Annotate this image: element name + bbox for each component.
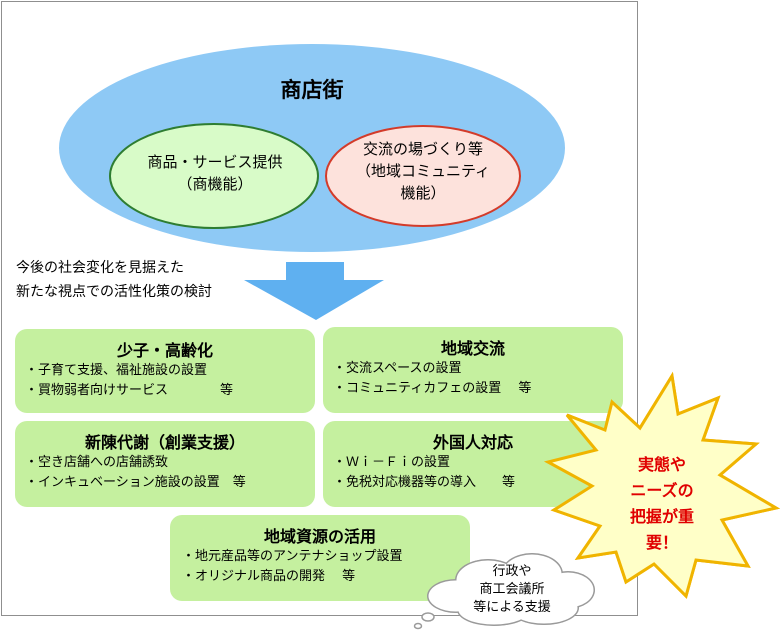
- theme-item: ・コミュニティカフェの設置 等: [333, 381, 532, 396]
- burst-line: ニーズの: [630, 481, 694, 500]
- theme-title: 新陳代謝（創業支援）: [84, 433, 245, 452]
- cloud-line: 行政や: [492, 564, 532, 579]
- theme-title: 少子・高齢化: [116, 341, 213, 360]
- burst-line: 要！: [645, 533, 678, 552]
- theme-item: ・地元産品等のアンテナショップ設置: [182, 549, 403, 564]
- theme-item: ・子育て支援、福祉施設の設置: [25, 363, 208, 378]
- shopping-street-title: 商店街: [280, 78, 344, 102]
- intro-text: 今後の社会変化を見据えた 新たな視点での活性化策の検討: [16, 256, 212, 304]
- community-function-line: 機能）: [400, 184, 446, 202]
- community-function-line: 交流の場づくり等: [362, 140, 483, 158]
- commerce-function-label: 商品・サービス提供 （商機能）: [120, 151, 310, 195]
- cloud-line: 商工会議所: [479, 582, 545, 597]
- theme-title: 外国人対応: [432, 433, 513, 452]
- theme-title: 地域資源の活用: [263, 527, 376, 546]
- burst-line: 実態や: [637, 455, 686, 474]
- theme-item: ・交流スペースの設置: [333, 361, 462, 376]
- commerce-function-circle: [109, 123, 319, 229]
- intro-line: 新たな視点での活性化策の検討: [16, 284, 212, 300]
- cloud-label: 行政や 商工会議所 等による支援: [452, 563, 572, 617]
- theme-item: ・インキュベーション施設の設置 等: [25, 475, 246, 490]
- theme-box-exchange: 地域交流 ・交流スペースの設置 ・コミュニティカフェの設置 等: [323, 327, 623, 413]
- theme-item: ・買物弱者向けサービス 等: [25, 383, 234, 398]
- community-function-line: （地域コミュニティ: [355, 162, 491, 180]
- diagram-frame: [1, 1, 638, 616]
- down-arrow: [244, 262, 384, 320]
- burst-line: 把握が重: [629, 507, 694, 526]
- theme-item: ・免税対応機器等の導入 等: [333, 475, 516, 490]
- intro-line: 今後の社会変化を見据えた: [16, 260, 184, 276]
- theme-box-renewal: 新陳代謝（創業支援） ・空き店舗への店舗誘致 ・インキュベーション施設の設置 等: [15, 421, 315, 507]
- commerce-function-line: 商品・サービス提供: [147, 153, 283, 171]
- theme-item: ・空き店舗への店舗誘致: [25, 455, 169, 470]
- community-function-circle: [325, 125, 521, 227]
- community-function-label: 交流の場づくり等 （地域コミュニティ 機能）: [333, 138, 513, 204]
- commerce-function-line: （商機能）: [177, 175, 253, 193]
- burst-label: 実態や ニーズの 把握が重 要！: [612, 452, 712, 556]
- theme-title: 地域交流: [440, 339, 505, 358]
- theme-item: ・Ｗｉ－Ｆｉの設置: [333, 455, 451, 470]
- cloud-line: 等による支援: [473, 600, 551, 615]
- theme-box-aging: 少子・高齢化 ・子育て支援、福祉施設の設置 ・買物弱者向けサービス 等: [15, 329, 315, 413]
- theme-item: ・オリジナル商品の開発 等: [182, 569, 356, 584]
- theme-box-local-resources: 地域資源の活用 ・地元産品等のアンテナショップ設置 ・オリジナル商品の開発 等: [170, 515, 470, 601]
- theme-box-foreigners: 外国人対応 ・Ｗｉ－Ｆｉの設置 ・免税対応機器等の導入 等: [323, 421, 623, 507]
